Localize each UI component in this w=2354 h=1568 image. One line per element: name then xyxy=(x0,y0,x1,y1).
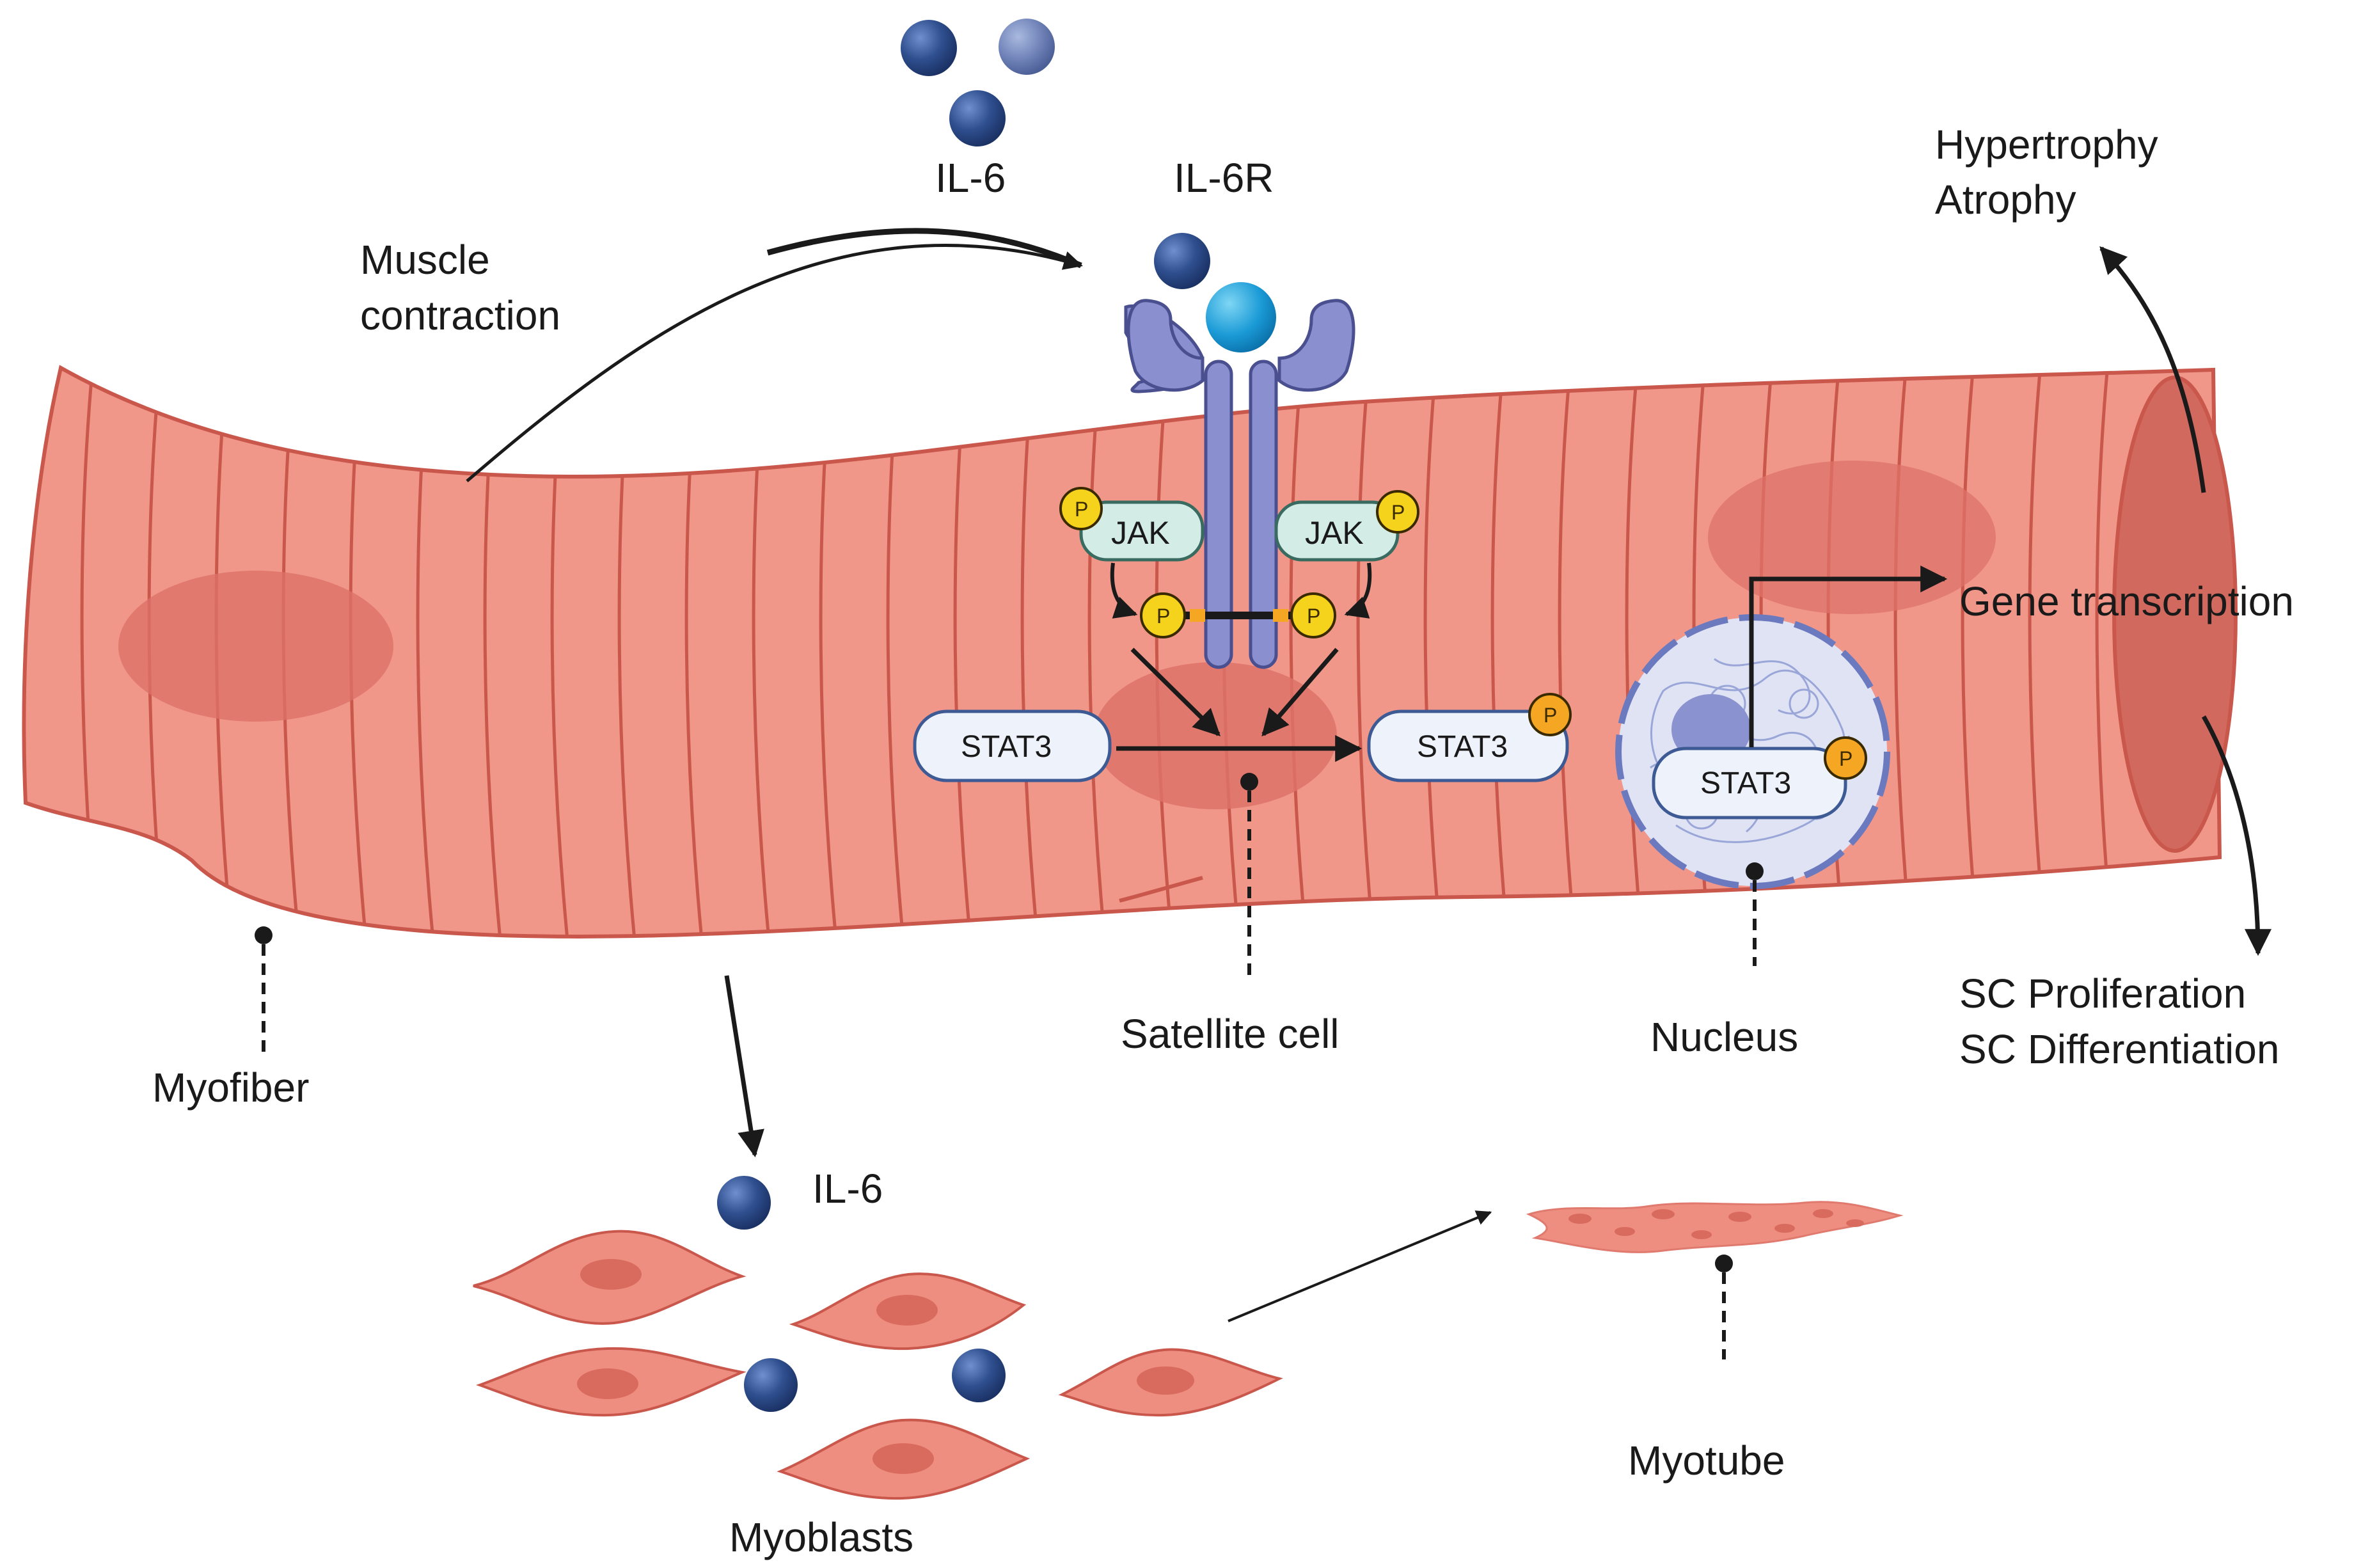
jak-right: JAK P xyxy=(1274,490,1419,562)
myoblasts xyxy=(473,1230,1283,1500)
gene-transcription-arrow xyxy=(1749,566,1948,747)
differentiation-arrow xyxy=(1228,1210,1492,1322)
receptor-left-lobe xyxy=(1126,299,1205,392)
myoblast-cell xyxy=(789,1272,1027,1350)
phospho-icon xyxy=(1824,736,1867,780)
secretion-arrow xyxy=(724,975,764,1158)
jak-right-arrow xyxy=(1344,562,1372,619)
atrophy-label: Atrophy xyxy=(1935,177,2076,223)
striation-line xyxy=(2095,368,2116,937)
striation-line xyxy=(1625,368,1646,937)
phospho-icon xyxy=(1528,693,1572,736)
striation-line xyxy=(1826,368,1847,937)
striation-line xyxy=(1558,368,1579,937)
sc-differentiation-label: SC Differentiation xyxy=(1959,1026,2279,1072)
il6-bottom-label: IL-6 xyxy=(812,1166,883,1212)
il6-molecule xyxy=(952,1349,1006,1402)
hypertrophy-label: Hypertrophy xyxy=(1935,122,2158,168)
activation-arrow-right xyxy=(1261,647,1339,737)
nucleus: STAT3 P xyxy=(1615,614,1890,889)
phospho-icon xyxy=(1059,487,1103,530)
stat3-phosphorylated: STAT3 P xyxy=(1367,693,1572,782)
il6-bound-molecule xyxy=(1154,233,1210,289)
nucleus-pointer xyxy=(1746,862,1764,966)
il6-molecule xyxy=(901,20,957,76)
phospho-icon xyxy=(1376,490,1419,534)
striation-line xyxy=(1356,368,1377,937)
jak-left-arrow xyxy=(1110,562,1138,619)
myoblast-cell xyxy=(476,1347,746,1417)
striation-line xyxy=(2028,368,2049,937)
myotube-label: Myotube xyxy=(1628,1437,1785,1484)
striation-line xyxy=(1961,368,1982,937)
nucleus-label: Nucleus xyxy=(1650,1014,1798,1060)
phospho-label: P xyxy=(1839,747,1852,770)
jak-right-label: JAK xyxy=(1305,515,1364,551)
receptor-left-stalk xyxy=(1204,360,1233,669)
satellite-cell-pointer xyxy=(1240,773,1258,982)
il6-molecule xyxy=(717,1176,771,1230)
il6-molecule xyxy=(744,1358,798,1412)
gene-transcription-label: Gene transcription xyxy=(1959,578,2294,624)
striation-line xyxy=(1490,368,1512,937)
myoblast-cell xyxy=(777,1418,1031,1500)
il6-top-label: IL-6 xyxy=(935,155,1006,201)
muscle-contraction-arrow xyxy=(466,244,1083,482)
stat3-label: STAT3 xyxy=(961,730,1052,764)
myofiber-pointer xyxy=(255,926,273,1056)
myofiber-label: Myofiber xyxy=(152,1065,309,1111)
striation-line xyxy=(1423,368,1444,937)
sc-proliferation-label: SC Proliferation xyxy=(1959,970,2246,1017)
myoblast-cell xyxy=(473,1230,746,1325)
sc-arrow xyxy=(2201,715,2271,956)
myotube-pointer xyxy=(1715,1255,1733,1359)
myoblasts-label: Myoblasts xyxy=(729,1514,913,1560)
satellite-cell-label: Satellite cell xyxy=(1121,1011,1339,1057)
phospho-label: P xyxy=(1157,605,1170,628)
phospho-icon xyxy=(1290,592,1336,638)
phospho-label: P xyxy=(1075,498,1088,521)
myoblast-cell xyxy=(1058,1348,1283,1417)
receptor-phospho-bridge: P P xyxy=(1140,592,1336,638)
il6-cyan-ligand xyxy=(1199,276,1283,359)
stat3-nuclear: STAT3 P xyxy=(1652,736,1867,820)
stat3-label: STAT3 xyxy=(1417,730,1508,764)
myofiber-small-flap xyxy=(1119,876,1203,903)
striation-line xyxy=(1893,368,1915,937)
stat3-label: STAT3 xyxy=(1700,766,1791,800)
myotube xyxy=(1526,1201,1904,1253)
muscle-contraction-arrow-thick xyxy=(766,228,1082,269)
stat3-unphosphorylated: STAT3 xyxy=(913,709,1112,782)
il6r-receptor xyxy=(1124,276,1355,669)
receptor-right-lobe xyxy=(1277,299,1355,392)
satellite-cell-body xyxy=(1094,662,1337,809)
hypertrophy-atrophy-arrow xyxy=(2099,246,2206,493)
striation-line xyxy=(1289,368,1310,937)
muscle-contraction-label-1: Muscle xyxy=(360,237,490,283)
jak-left-label: JAK xyxy=(1111,515,1170,551)
phospho-label: P xyxy=(1391,501,1405,524)
il6-molecule xyxy=(999,19,1055,75)
phospho-label: P xyxy=(1544,704,1557,727)
il6-molecule xyxy=(949,90,1006,147)
myofiber xyxy=(22,365,2238,938)
il6r-label: IL-6R xyxy=(1174,155,1274,201)
receptor-right-stalk xyxy=(1249,360,1278,669)
myofiber-cut-end xyxy=(2112,376,2238,853)
jak-left: JAK P xyxy=(1059,487,1205,562)
phospho-label: P xyxy=(1307,605,1320,628)
myofiber-inner-nucleus xyxy=(118,571,393,722)
phospho-icon xyxy=(1140,592,1186,638)
muscle-contraction-label-2: contraction xyxy=(360,292,560,338)
activation-arrow-left xyxy=(1130,647,1220,736)
